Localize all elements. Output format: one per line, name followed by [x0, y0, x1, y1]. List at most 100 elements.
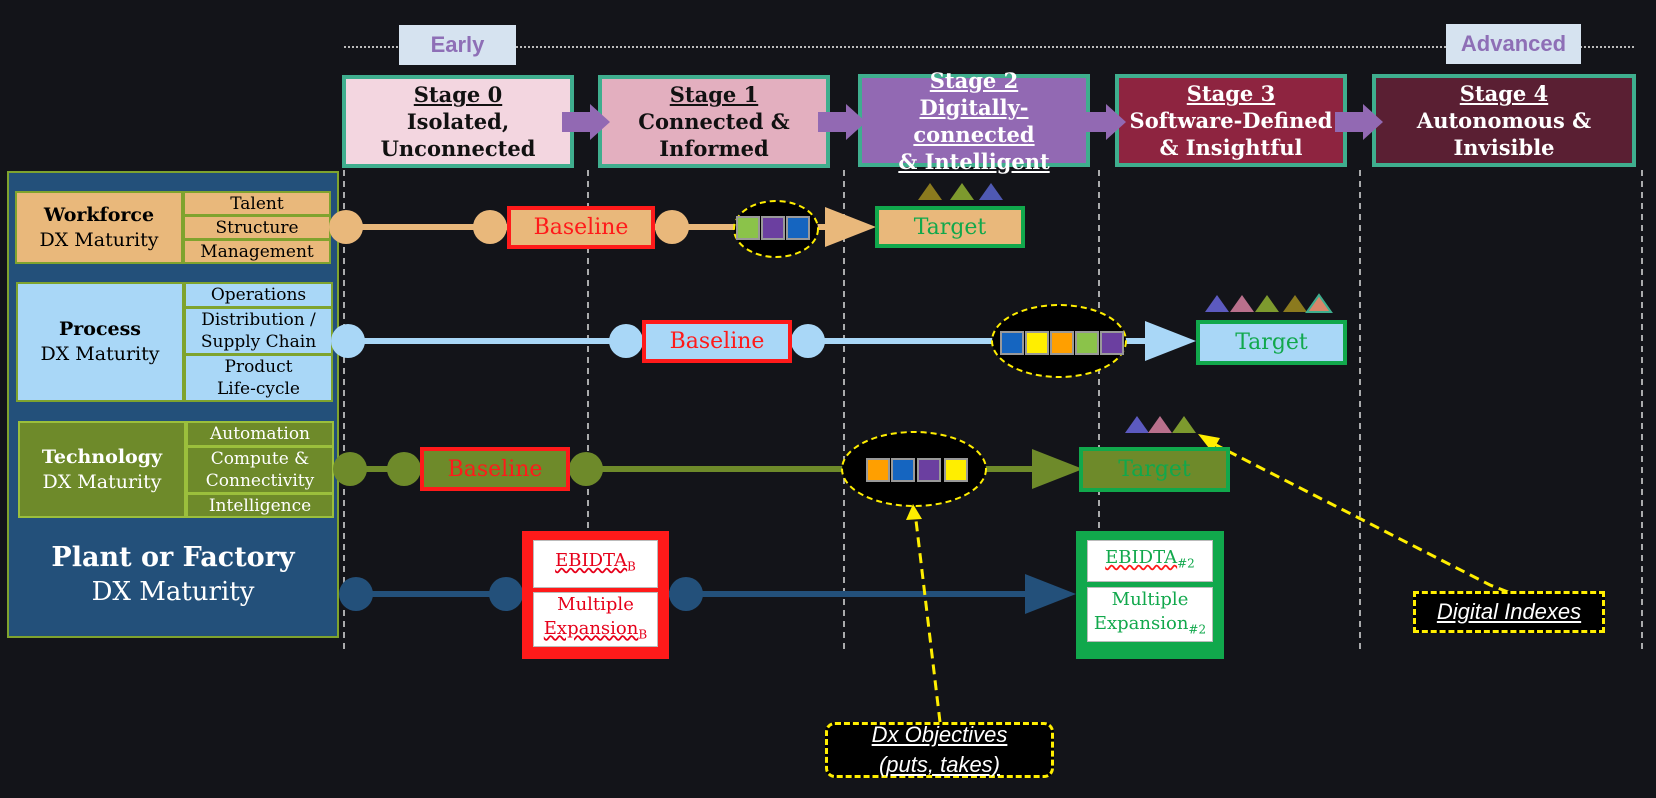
process-lane: [331, 293, 1333, 378]
technology-cell: Intelligence: [186, 493, 334, 518]
index-triangle-icon: [1148, 416, 1172, 433]
stage-2-box: Stage 2 Digitally-connected & Intelligen…: [858, 68, 1090, 174]
technology-cell: Compute & Connectivity: [186, 446, 334, 494]
process-label: Process DX Maturity: [16, 282, 184, 402]
technology-lane: [333, 416, 1196, 507]
index-triangle-icon: [1255, 295, 1279, 312]
objective-square: [917, 458, 941, 482]
plant-sub: DX Maturity: [91, 577, 255, 607]
stage-arrow-icon: [818, 104, 866, 140]
multiple-expansion-target: Multiple Expansion#2: [1087, 587, 1213, 642]
ebidta-sub: #2: [1177, 556, 1195, 571]
process-cell: Product Life-cycle: [184, 354, 333, 402]
lane-arrowhead-icon: [1145, 321, 1196, 361]
ebidta-target: EBIDTA#2: [1087, 540, 1213, 582]
lane-node: [473, 210, 507, 244]
index-triangle-icon: [1205, 295, 1229, 312]
lane-node: [489, 577, 523, 611]
stage-3-box: Stage 3 Software-Defined & Insightful: [1115, 74, 1347, 167]
stage-title: Stage 1: [669, 82, 759, 107]
lane-node: [669, 577, 703, 611]
lane-arrowhead-icon: [1032, 449, 1083, 489]
index-triangle-icon: [1125, 416, 1149, 433]
technology-target: Target: [1079, 447, 1230, 492]
row-sub: DX Maturity: [39, 228, 159, 251]
index-triangle-icon: [979, 183, 1003, 200]
lane-node: [331, 324, 365, 358]
stage-subtitle: Connected & Informed: [638, 109, 790, 161]
ebidta-sub: B: [627, 559, 636, 574]
row-name: Technology: [41, 445, 163, 468]
objective-square: [866, 458, 890, 482]
process-cell: Operations: [184, 282, 333, 308]
index-triangle-icon: [1172, 416, 1196, 433]
stage-4-box: Stage 4 Autonomous & Invisible: [1372, 74, 1636, 167]
workforce-cell: Structure: [183, 215, 331, 240]
technology-label: Technology DX Maturity: [18, 421, 186, 518]
lane-node: [333, 452, 367, 486]
objective-square: [1000, 331, 1024, 355]
stage-title: Stage 2: [929, 67, 1019, 93]
maturity-scale-line: [344, 46, 1634, 48]
lane-arrowhead-icon: [825, 207, 876, 247]
digital-indexes-callout: Digital Indexes: [1413, 591, 1605, 633]
workforce-target: Target: [875, 206, 1025, 248]
dx-objectives-pointer: [913, 511, 942, 723]
objective-square: [786, 216, 810, 240]
expansion-label: Expansion: [1093, 612, 1189, 634]
stage-title: Stage 0: [413, 82, 503, 107]
index-triangle-icon: [1230, 295, 1254, 312]
objective-square: [736, 216, 760, 240]
workforce-cell: Management: [183, 239, 331, 264]
lane-node: [339, 577, 373, 611]
lane-node: [569, 452, 603, 486]
row-name: Workforce: [43, 203, 155, 226]
objective-square: [1050, 331, 1074, 355]
objective-square: [1025, 331, 1049, 355]
multiple-expansion-baseline: Multiple ExpansionB: [533, 592, 658, 647]
objective-square: [761, 216, 785, 240]
row-sub: DX Maturity: [40, 343, 160, 365]
lane-node: [329, 210, 363, 244]
multiple-label: Multiple: [557, 593, 634, 615]
process-target: Target: [1196, 320, 1347, 365]
index-triangle-icon: [1283, 295, 1307, 312]
objective-square: [944, 458, 968, 482]
index-triangle-icon: [918, 183, 942, 200]
stage-0-box: Stage 0 Isolated, Unconnected: [342, 75, 574, 168]
stage-arrow-icon: [562, 104, 610, 140]
dx-objectives-line1: Dx Objectives: [871, 722, 1008, 747]
ebidta-label: EBIDTA: [1105, 547, 1178, 569]
expansion-label: Expansion: [543, 617, 639, 639]
expansion-sub: B: [638, 627, 648, 642]
stage-subtitle: Digitally-connected & Intelligent: [898, 94, 1050, 174]
ebidta-baseline: EBIDTAB: [533, 540, 658, 588]
lane-node: [609, 324, 643, 358]
lane-arrowhead-icon: [1025, 574, 1076, 614]
plant-label: Plant or Factory DX Maturity: [10, 535, 336, 615]
stage-subtitle: Isolated, Unconnected: [380, 109, 536, 161]
plant-lane: [339, 574, 1076, 614]
multiple-label: Multiple: [1111, 588, 1189, 610]
scale-early-label: Early: [399, 25, 516, 65]
process-cell: Distribution / Supply Chain: [184, 307, 333, 355]
ebidta-label: EBIDTA: [555, 550, 628, 572]
stage-1-box: Stage 1 Connected & Informed: [598, 75, 830, 168]
objective-square: [891, 458, 915, 482]
process-baseline: Baseline: [642, 320, 792, 363]
dx-objectives-callout: Dx Objectives (puts, takes): [825, 722, 1054, 778]
objective-square: [1075, 331, 1099, 355]
technology-baseline: Baseline: [420, 447, 570, 491]
scale-advanced-label: Advanced: [1446, 24, 1581, 64]
stage-title: Stage 4: [1459, 81, 1549, 106]
workforce-baseline: Baseline: [507, 206, 655, 249]
workforce-cell: Talent: [183, 191, 331, 216]
stage-arrow-icon: [1335, 104, 1383, 140]
dx-objectives-line2: (puts, takes): [878, 752, 1001, 777]
index-triangle-icon: [1305, 293, 1333, 313]
pointer-arrowhead-icon: [906, 504, 922, 520]
index-triangle-icon: [950, 183, 974, 200]
stage-subtitle: Autonomous & Invisible: [1416, 108, 1592, 160]
stage-title: Stage 3: [1186, 81, 1276, 106]
